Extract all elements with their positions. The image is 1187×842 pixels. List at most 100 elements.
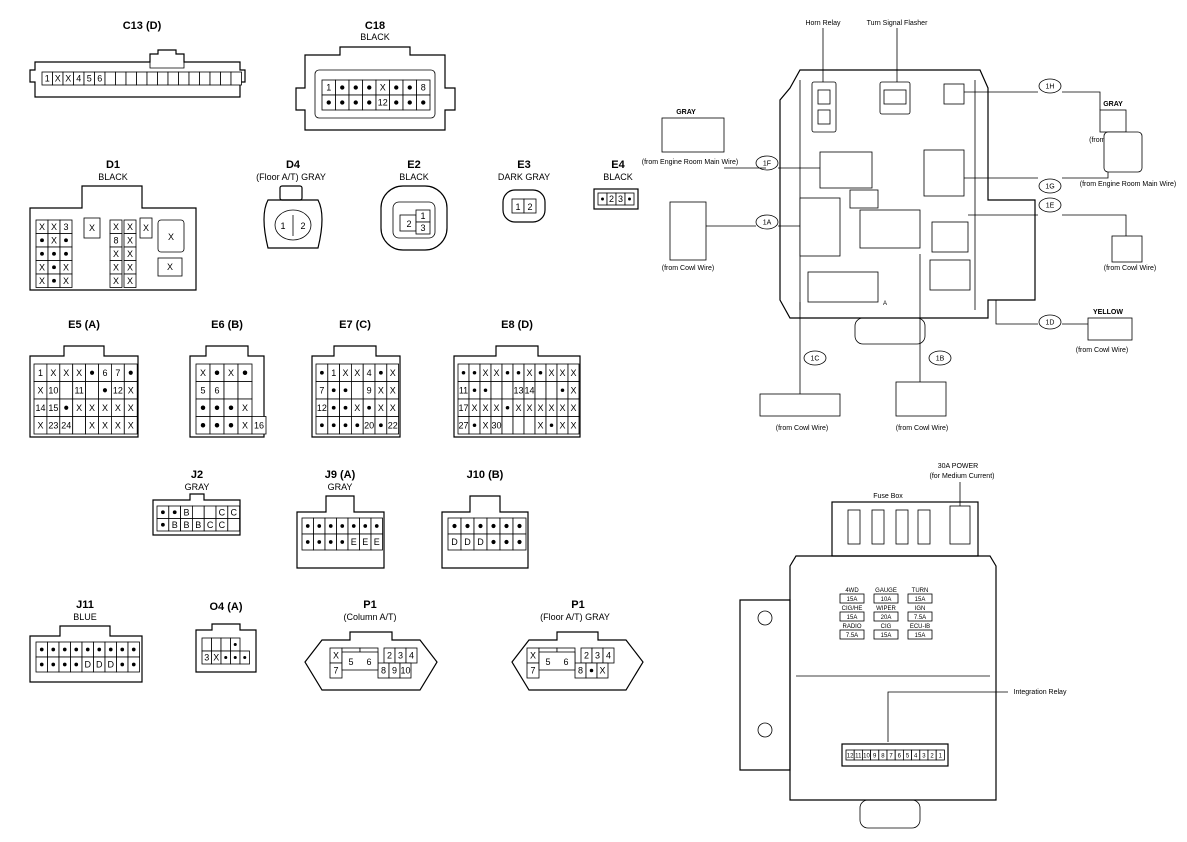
from-cowl-wire-label-3: (from Cowl Wire) xyxy=(1076,347,1129,354)
j9-pin xyxy=(359,517,372,535)
c13-pin xyxy=(199,71,211,86)
j2-pin xyxy=(156,505,170,519)
svg-text:X: X xyxy=(128,420,134,430)
c18-pin: 12 xyxy=(375,94,390,111)
p1c-pins-pin: 10 xyxy=(399,662,412,679)
svg-text:TURN: TURN xyxy=(912,588,929,594)
e7-pin: X xyxy=(339,363,352,382)
svg-text:2: 2 xyxy=(609,194,614,204)
e8-pin: X xyxy=(556,398,569,417)
svg-text:X: X xyxy=(354,368,360,378)
svg-text:2: 2 xyxy=(930,754,934,760)
svg-text:5: 5 xyxy=(200,385,205,395)
svg-text:7: 7 xyxy=(115,368,120,378)
connector-c18-housing xyxy=(295,46,456,131)
j10-pin: D xyxy=(473,533,488,551)
j11-pin xyxy=(58,656,71,673)
svg-text:15A: 15A xyxy=(915,597,926,603)
horn-relay-label: Horn Relay xyxy=(805,20,841,27)
relay-pin: 11 xyxy=(853,749,863,761)
o4-pin xyxy=(211,637,222,652)
svg-text:C: C xyxy=(219,507,226,517)
e7-pin xyxy=(339,416,352,435)
svg-text:3: 3 xyxy=(618,194,623,204)
c13-pin xyxy=(146,71,158,86)
j11-pin xyxy=(116,656,129,673)
svg-text:3: 3 xyxy=(595,651,600,661)
relay-pin: 5 xyxy=(903,749,913,761)
connector-e6-housing xyxy=(189,345,265,438)
e7-pin: X xyxy=(350,398,364,417)
svg-text:D: D xyxy=(464,537,471,547)
e8-pin: 27 xyxy=(457,416,470,435)
svg-text:X: X xyxy=(113,249,119,259)
p1c-pins-pin: 9 xyxy=(388,662,401,679)
connector-d1-housing xyxy=(29,185,197,291)
j11-pin: D xyxy=(104,656,117,673)
svg-text:X: X xyxy=(63,368,69,378)
connector-o4-housing xyxy=(195,623,257,673)
svg-text:6: 6 xyxy=(366,657,371,667)
svg-text:1F: 1F xyxy=(763,161,771,168)
o4-pin: X xyxy=(211,650,222,665)
svg-text:11: 11 xyxy=(855,754,862,760)
e7-pin xyxy=(339,398,352,417)
e5-pin: X xyxy=(111,416,125,435)
svg-text:8: 8 xyxy=(381,666,386,676)
e4-pin: 3 xyxy=(615,192,626,206)
e5-pin: X xyxy=(123,381,138,400)
j2-pin: C xyxy=(227,505,241,519)
junction-tag: 1E xyxy=(1038,197,1062,213)
e8-pin: X xyxy=(556,416,569,435)
e8-pin: X xyxy=(567,381,580,400)
e8-pin: 13 xyxy=(512,381,525,400)
svg-text:D: D xyxy=(96,660,103,670)
e8-pin xyxy=(556,381,569,400)
svg-text:11: 11 xyxy=(74,385,83,395)
svg-text:X: X xyxy=(115,420,121,430)
turn-signal-flasher-label: Turn Signal Flasher xyxy=(867,20,928,27)
e5-pin: X xyxy=(98,398,112,417)
svg-text:3: 3 xyxy=(63,222,68,232)
j9-pin xyxy=(313,517,326,535)
svg-text:4: 4 xyxy=(76,74,81,84)
d1-pin: X xyxy=(109,219,123,234)
svg-text:C: C xyxy=(230,507,237,517)
j9-pin: E xyxy=(347,533,360,551)
j9-pin: E xyxy=(359,533,372,551)
connector-j11-subtitle: BLUE xyxy=(73,612,97,622)
cowl-connector-1c xyxy=(759,393,841,417)
e7-pin xyxy=(362,398,376,417)
svg-text:1: 1 xyxy=(326,83,331,93)
svg-text:3: 3 xyxy=(398,651,403,661)
e5-pin xyxy=(72,416,86,435)
e7-pin: X xyxy=(386,381,399,400)
junction-tag: 1F xyxy=(755,155,779,171)
svg-text:X: X xyxy=(559,420,565,430)
o4-pin: 3 xyxy=(201,650,212,665)
connector-c18-subtitle: BLACK xyxy=(360,32,390,42)
e8-pin xyxy=(545,416,558,435)
svg-text:B: B xyxy=(183,507,189,517)
e5-pin: 10 xyxy=(46,381,61,400)
c18-pin xyxy=(389,79,404,96)
j11-pin: D xyxy=(93,656,106,673)
svg-text:X: X xyxy=(113,222,119,232)
e5-pin: 14 xyxy=(33,398,48,417)
svg-text:9: 9 xyxy=(392,666,397,676)
svg-text:14: 14 xyxy=(524,385,534,395)
cowl-connector-left xyxy=(669,201,707,261)
c13-pin xyxy=(209,71,221,86)
d1-pin: X xyxy=(123,246,137,261)
